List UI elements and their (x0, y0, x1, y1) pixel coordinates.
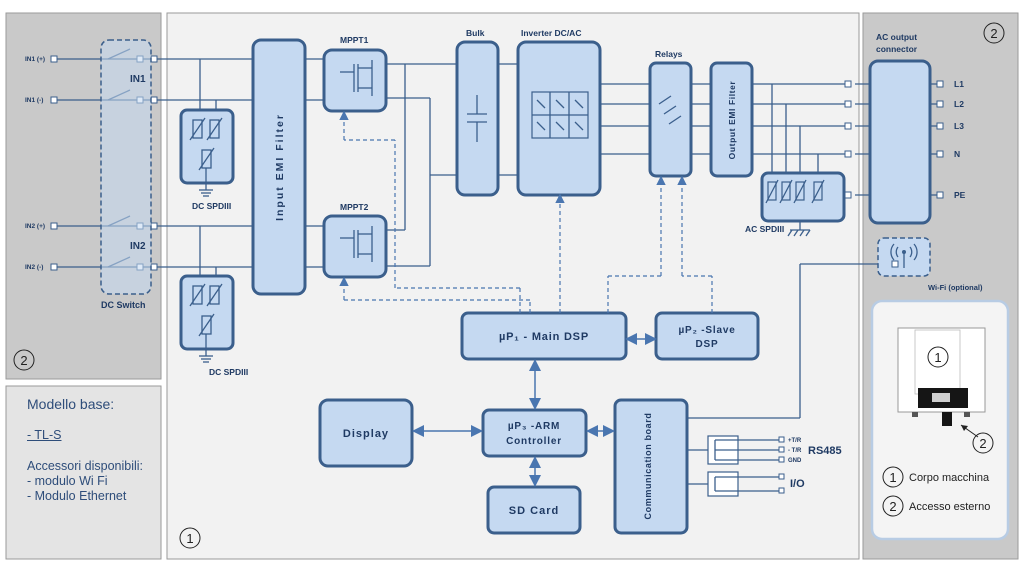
inverter-illustration: 1 2 (870, 299, 1010, 541)
slave-dsp-block (654, 311, 760, 361)
label-pe: PE (954, 190, 966, 200)
svg-text:2: 2 (979, 436, 986, 451)
label-l2: L2 (954, 99, 964, 109)
rs485-connector (687, 435, 785, 465)
model-note-panel (5, 385, 162, 560)
svg-text:1: 1 (889, 470, 896, 485)
mppt2-transistor-icon (340, 226, 373, 262)
rs485-pin-labels: +T/R - T/R GND (788, 438, 802, 464)
ac-line-labels: L1 L2 L3 N PE (954, 79, 966, 200)
svg-text:1: 1 (186, 531, 193, 546)
dc-spd-1 (179, 108, 235, 197)
label-in2-neg: IN2 (-) (25, 264, 43, 271)
communication-board-block (613, 398, 689, 535)
sd-card-block (486, 485, 582, 535)
label-mppt2: MPPT2 (340, 202, 369, 212)
dc-switch-box (100, 39, 152, 295)
label-in1-neg: IN1 (-) (25, 97, 43, 104)
label-in1: IN1 (130, 74, 146, 85)
label-comm-board: Communication board (643, 413, 653, 520)
data-bus-arrows (412, 333, 657, 487)
label-dc-switch: DC Switch (101, 300, 146, 310)
label-bulk: Bulk (466, 28, 485, 38)
mppt1-transistor-icon (340, 60, 373, 96)
marker-2-left: 2 (13, 349, 35, 371)
ac-output-connector-block (868, 59, 932, 225)
arm-controller-block (481, 408, 588, 458)
input-emi-filter-block (251, 38, 307, 296)
label-inverter: Inverter DC/AC (521, 28, 581, 38)
label-ac-spd: AC SPDIII (745, 224, 784, 234)
label-relays: Relays (655, 49, 683, 59)
label-input-emi: Input EMI Filter (274, 113, 286, 221)
mppt2-block (322, 214, 388, 279)
svg-text:1: 1 (934, 350, 941, 365)
label-slave-dsp-1: µP₂ -Slave (678, 325, 735, 336)
label-main-dsp: µP₁ - Main DSP (499, 331, 589, 343)
relays-block (648, 61, 693, 178)
wifi-antenna-icon (890, 243, 918, 268)
label-in2-pos: IN2 (+) (25, 223, 45, 230)
note-accessory-1: - modulo Wi Fi (27, 474, 108, 488)
relay-contacts-icon (658, 95, 682, 125)
legend-item-1: Corpo macchina (909, 472, 990, 484)
note-accessory-2: - Modulo Ethernet (27, 489, 127, 503)
legend: 1 Corpo macchina 2 Accesso esterno (882, 466, 990, 517)
label-in1-pos: IN1 (+) (25, 56, 45, 63)
legend-item-2: Accesso esterno (909, 501, 990, 513)
marker-1-main: 1 (179, 527, 201, 549)
ac-spd-varistors-icon (765, 179, 825, 237)
bulk-block (455, 40, 500, 197)
label-rs485: RS485 (808, 445, 842, 457)
control-signals (339, 110, 713, 313)
label-output-emi: Output EMI Filter (727, 81, 737, 160)
label-ac-output-1: AC output (876, 32, 917, 42)
ac-spd-block (760, 171, 846, 223)
label-arm-2: Controller (506, 436, 562, 447)
label-display: Display (343, 428, 389, 440)
label-sd-card: SD Card (509, 505, 559, 517)
label-l1: L1 (954, 79, 964, 89)
note-title: Modello base: (27, 396, 115, 412)
mppt1-block (322, 48, 388, 113)
label-wifi: Wi-Fi (optional) (928, 283, 983, 292)
output-emi-filter-block (709, 61, 754, 178)
note-accessories-title: Accessori disponibili: (27, 459, 144, 473)
dc-input-labels: IN1 (+) IN1 (-) IN2 (+) IN2 (-) (25, 56, 45, 271)
label-l3: L3 (954, 121, 964, 131)
label-rs485-pin-1: +T/R (788, 438, 802, 444)
label-dc-spd-1: DC SPDIII (192, 201, 231, 211)
label-n: N (954, 149, 960, 159)
inverter-bridge-icon (531, 91, 589, 139)
label-rs485-pin-2: - T/R (788, 448, 802, 454)
svg-text:2: 2 (990, 26, 997, 41)
label-slave-dsp-2: DSP (696, 339, 719, 350)
svg-text:2: 2 (889, 499, 896, 514)
label-arm-1: µP₃ -ARM (508, 421, 560, 432)
marker-2-right: 2 (983, 22, 1005, 44)
svg-text:2: 2 (20, 353, 27, 368)
label-dc-spd-2: DC SPDIII (209, 367, 248, 377)
label-rs485-pin-3: GND (788, 458, 802, 464)
label-io: I/O (790, 478, 805, 490)
io-connector (687, 471, 785, 497)
label-in2: IN2 (130, 241, 146, 252)
label-ac-output-2: connector (876, 44, 918, 54)
ac-terminals (844, 80, 944, 199)
note-model: - TL-S (27, 428, 62, 442)
capacitor-icon (467, 95, 487, 142)
label-mppt1: MPPT1 (340, 35, 369, 45)
dc-spd-2 (179, 274, 235, 363)
